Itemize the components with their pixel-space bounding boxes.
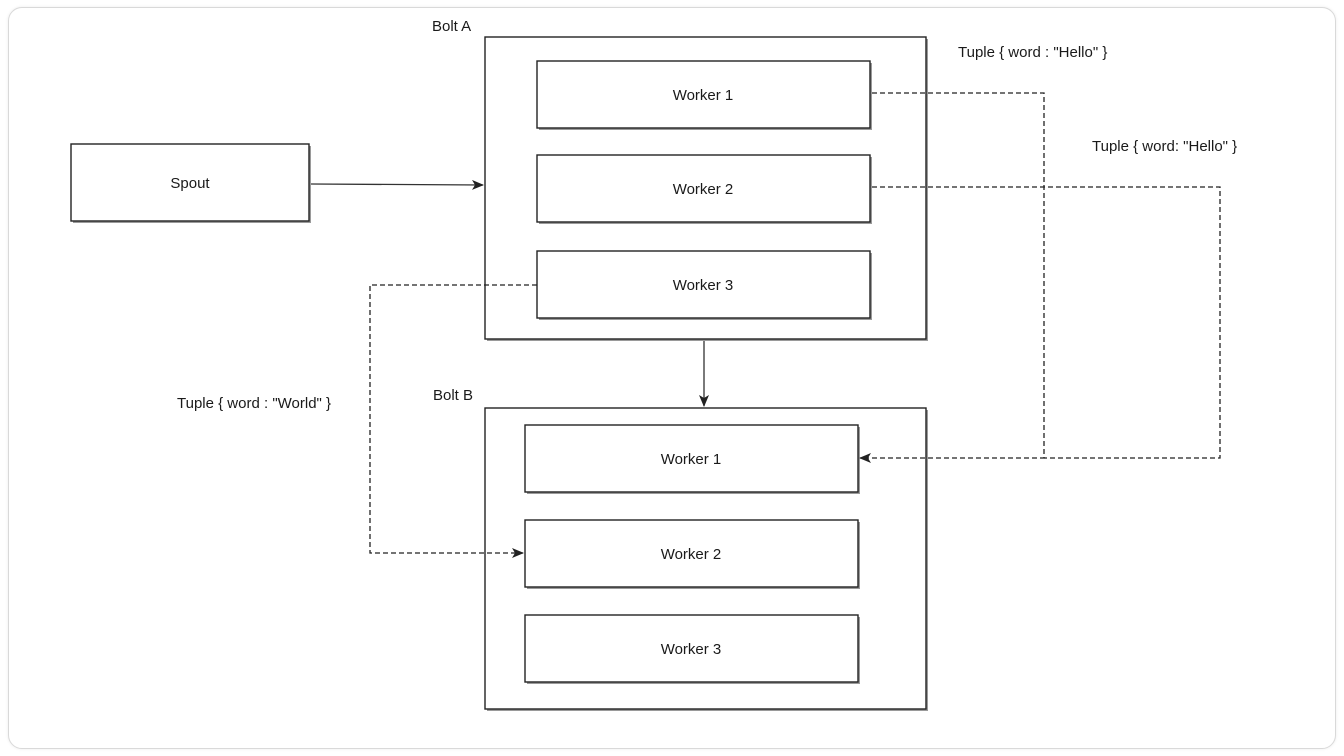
bolt-a-worker-3: Worker 3	[536, 250, 872, 320]
a-worker-2-to-b-worker-1-flow	[872, 186, 1221, 459]
a-worker-3-to-b-worker-2-flow	[369, 284, 537, 558]
spout-label: Spout	[170, 175, 210, 192]
bolt-a: Bolt A Worker 1 Worker 2 Worker 3	[432, 18, 928, 341]
bolt-b-worker-2-label: Worker 2	[661, 546, 722, 563]
bolt-a-title: Bolt A	[432, 18, 471, 35]
bolt-a-worker-1-label: Worker 1	[673, 87, 734, 104]
bolt-b-title: Bolt B	[433, 387, 473, 404]
bolt-a-worker-3-label: Worker 3	[673, 277, 734, 294]
bolt-b-worker-2: Worker 2	[524, 519, 860, 589]
bolt-b-worker-3: Worker 3	[524, 614, 860, 684]
bolt-a-worker-2: Worker 2	[536, 154, 872, 224]
spout-to-bolt-a-arrow	[310, 179, 484, 190]
tuple-label-world: Tuple { word : "World" }	[177, 395, 331, 412]
tuple-label-hello-2: Tuple { word: "Hello" }	[1092, 138, 1237, 155]
bolt-b: Bolt B Worker 1 Worker 2 Worker 3	[433, 387, 928, 711]
bolt-b-worker-1: Worker 1	[524, 424, 860, 494]
bolt-b-worker-3-label: Worker 3	[661, 641, 722, 658]
bolt-a-worker-1: Worker 1	[536, 60, 872, 130]
bolt-a-worker-2-label: Worker 2	[673, 181, 734, 198]
a-worker-1-to-b-worker-1-flow	[859, 92, 1045, 463]
spout-node: Spout	[70, 143, 311, 223]
bolt-b-worker-1-label: Worker 1	[661, 451, 722, 468]
tuple-label-hello-1: Tuple { word : "Hello" }	[958, 44, 1107, 61]
